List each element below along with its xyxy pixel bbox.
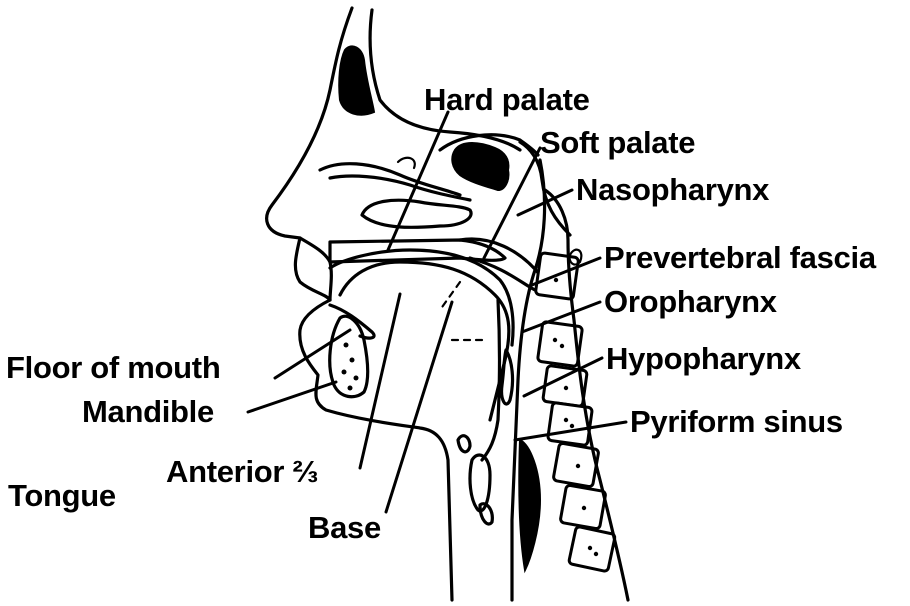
leader-floor-of-mouth	[275, 330, 350, 378]
pyriform-recess	[519, 440, 540, 570]
label-floor-of-mouth: Floor of mouth	[6, 352, 220, 383]
hyoid	[458, 436, 470, 452]
frontal-sinus	[339, 46, 374, 114]
leader-base	[386, 302, 452, 512]
larynx-cartilage	[470, 455, 490, 511]
label-prevertebral-fascia: Prevertebral fascia	[604, 242, 876, 273]
label-mandible: Mandible	[82, 396, 214, 427]
turbinate-lower	[362, 200, 471, 227]
label-anterior-two-thirds: Anterior ⅔	[166, 456, 318, 487]
label-base: Base	[308, 512, 381, 543]
label-oropharynx: Oropharynx	[604, 286, 777, 317]
skull-outline	[370, 10, 520, 150]
mandible-shape	[330, 316, 368, 396]
label-hard-palate: Hard palate	[424, 84, 590, 115]
turbinate-scroll	[398, 158, 415, 168]
mandible-dots	[342, 343, 359, 391]
label-pyriform-sinus: Pyriform sinus	[630, 406, 843, 437]
label-hypopharynx: Hypopharynx	[606, 343, 801, 374]
pharynx-anterior-wall	[482, 300, 500, 460]
label-nasopharynx: Nasopharynx	[576, 174, 769, 205]
label-tongue: Tongue	[8, 480, 116, 511]
sphenoid-sinus	[452, 143, 508, 190]
turbinate-middle	[330, 176, 470, 200]
label-soft-palate: Soft palate	[540, 127, 695, 158]
